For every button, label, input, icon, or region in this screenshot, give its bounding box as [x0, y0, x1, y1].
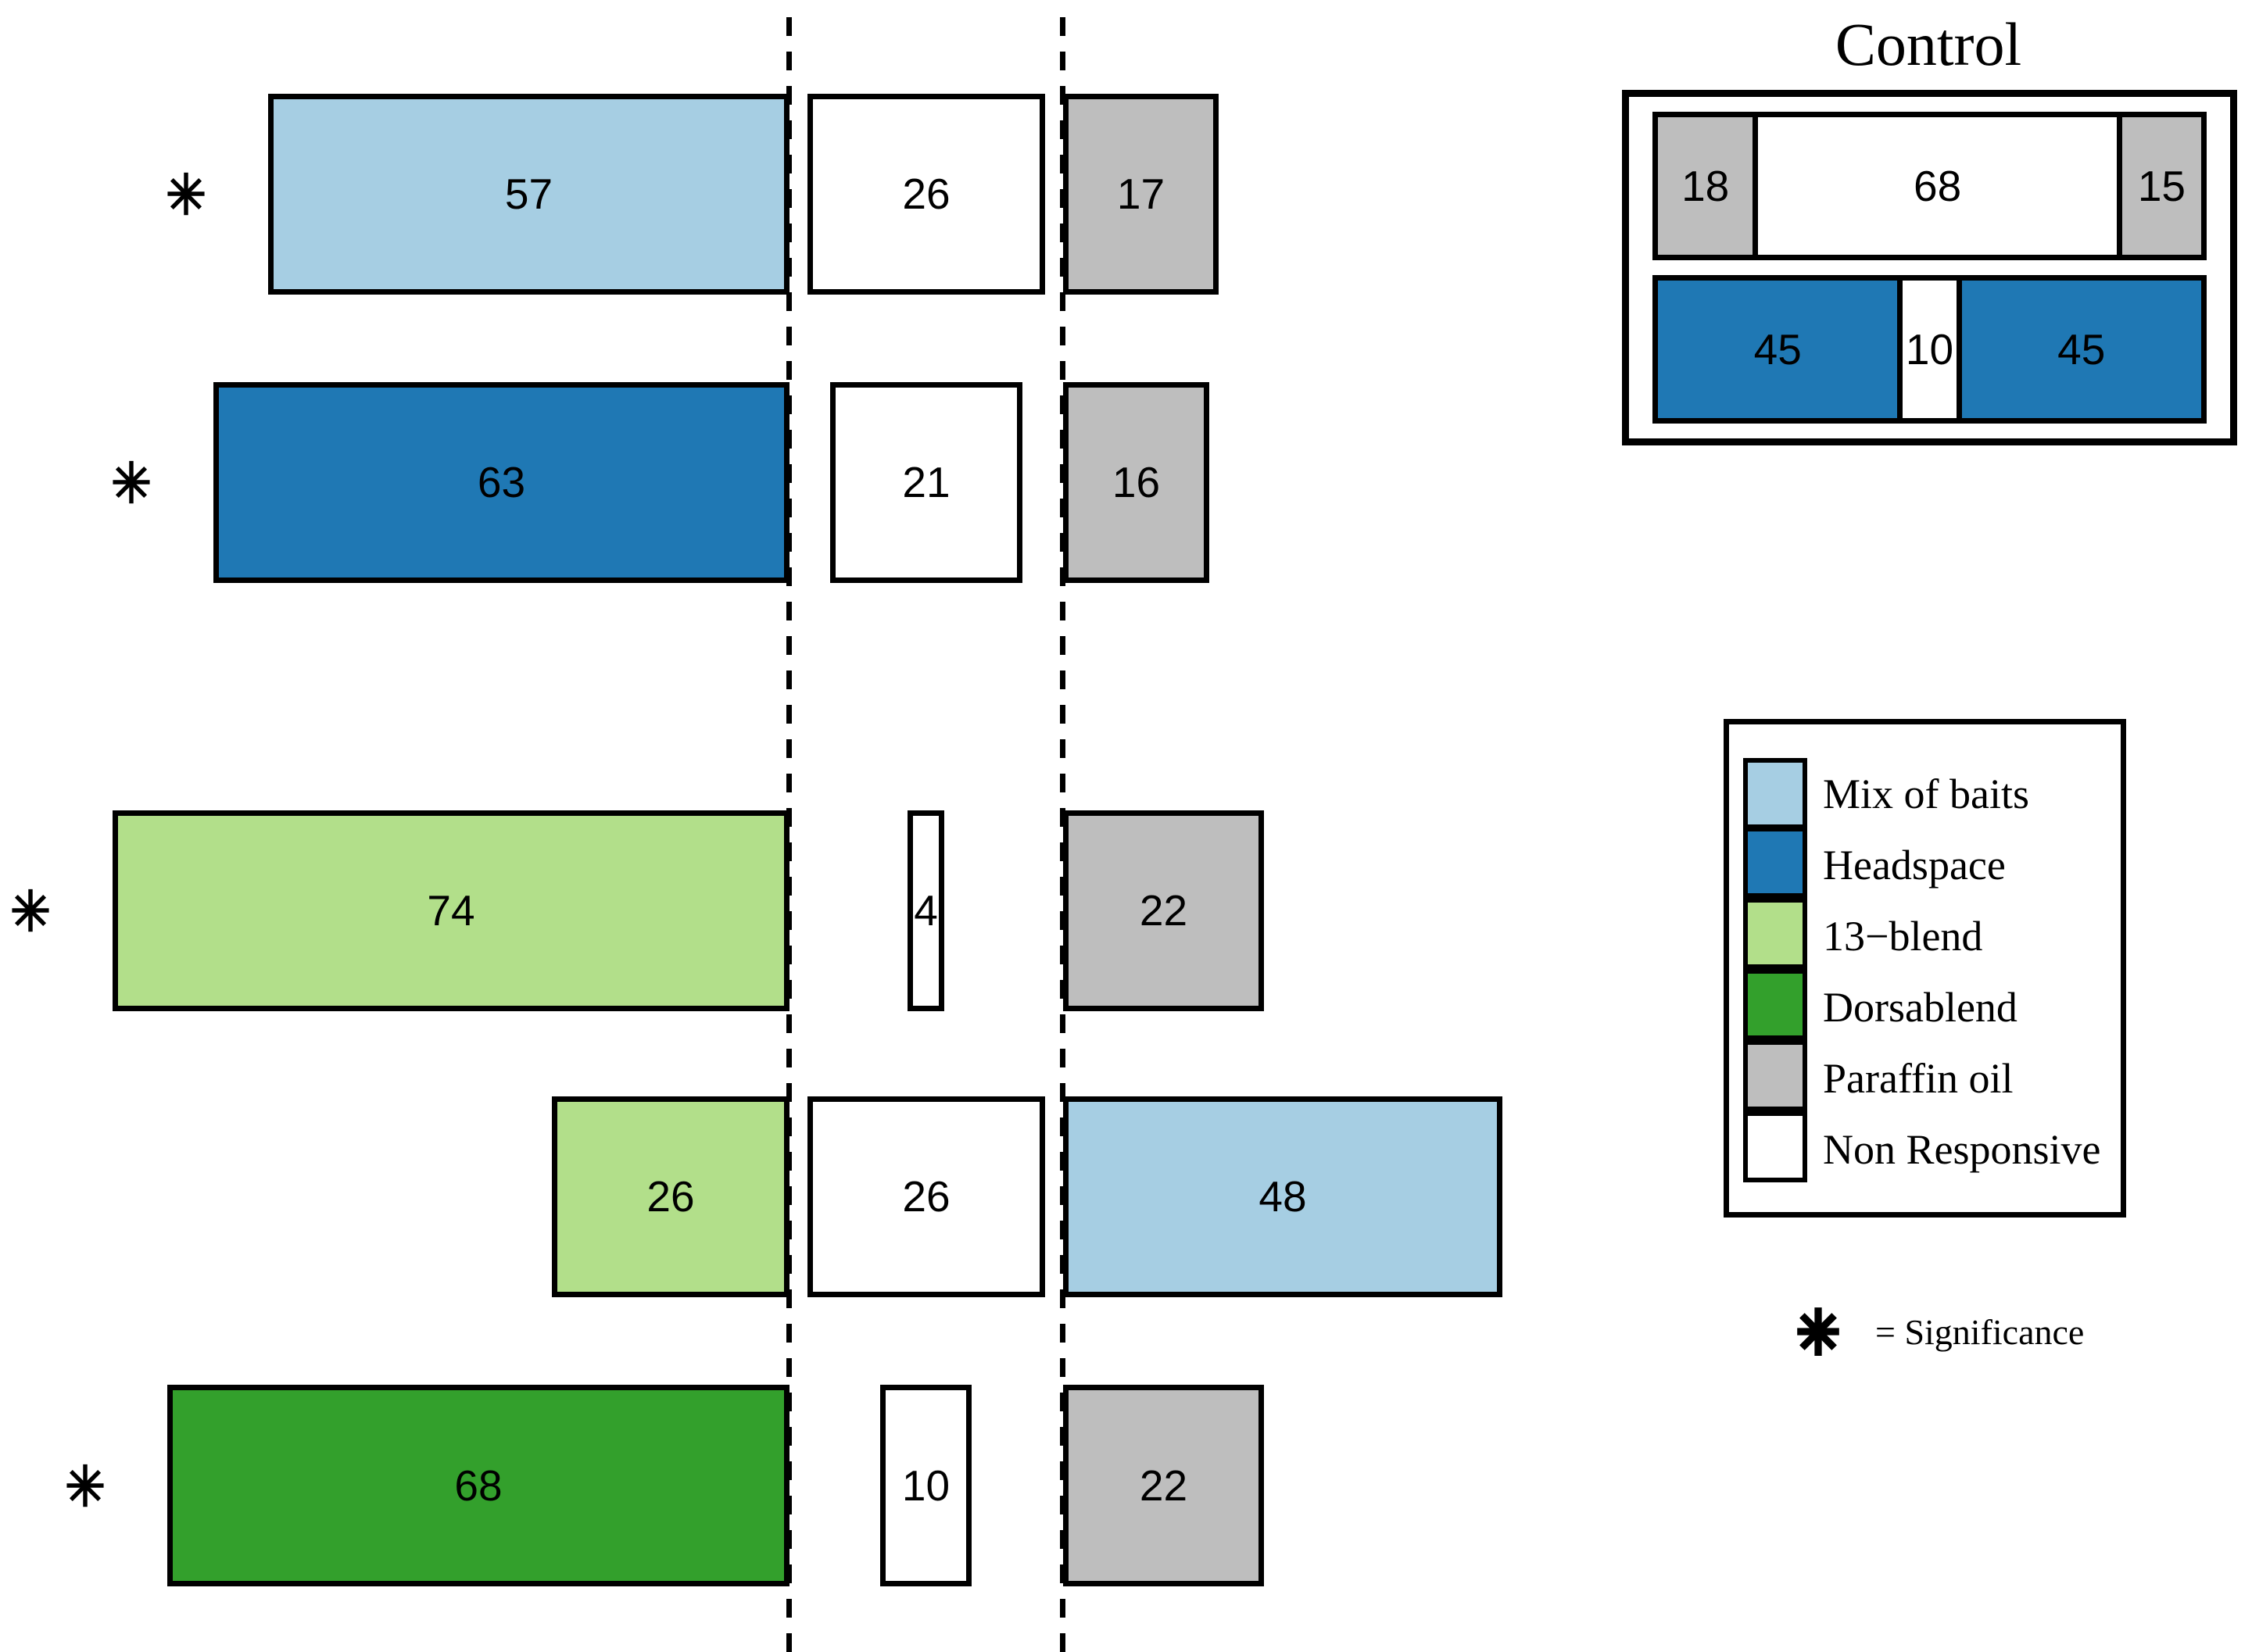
bar-value: 22 — [1139, 886, 1188, 935]
control-segment-paraffin-left: 18 — [1652, 112, 1759, 260]
legend-label: 13−blend — [1823, 912, 1983, 960]
bar-row1-treatment-box: 57 — [268, 94, 789, 295]
bar-value: 26 — [646, 1172, 695, 1221]
legend-label: Headspace — [1823, 841, 2006, 889]
bar-row3-treatment-box: 74 — [113, 810, 789, 1011]
bar-value: 18 — [1681, 161, 1730, 210]
legend-entry: Dorsablend — [1743, 969, 2121, 1042]
bar-value: 68 — [454, 1461, 503, 1510]
control-segment-paraffin-right: 15 — [2116, 112, 2207, 260]
significance-asterisk-icon — [1797, 1307, 1839, 1356]
bar-value: 45 — [1753, 324, 1802, 374]
bar-value: 17 — [1116, 170, 1165, 218]
bar-value: 10 — [1905, 324, 1954, 374]
bar-value: 21 — [902, 458, 951, 506]
bar-row1-nonresponsive-box: 26 — [807, 94, 1045, 295]
bar-value: 26 — [902, 1172, 951, 1221]
legend-swatch-headspace — [1743, 827, 1807, 898]
legend-entry: Headspace — [1743, 827, 2121, 900]
bar-row4-treatment-box: 26 — [552, 1096, 789, 1297]
legend-swatch-dorsablend — [1743, 969, 1807, 1040]
legend-label: Dorsablend — [1823, 983, 2017, 1031]
bar-value: 45 — [2057, 324, 2106, 374]
bar-row1-control-box: 17 — [1063, 94, 1219, 295]
bar-row2-control-box: 16 — [1063, 382, 1209, 583]
control-segment-nonresponsive: 10 — [1897, 275, 1962, 424]
control-segment-headspace-left: 45 — [1652, 275, 1903, 424]
bar-row5-control-box: 22 — [1063, 1385, 1264, 1586]
legend-swatch-non-responsive — [1743, 1111, 1807, 1182]
legend-entry: Mix of baits — [1743, 758, 2121, 829]
legend-entry: Non Responsive — [1743, 1111, 2121, 1185]
legend-entry: 13−blend — [1743, 898, 2121, 971]
significance-note: = Significance — [1792, 1306, 2084, 1357]
bar-row4-control-box: 48 — [1063, 1096, 1502, 1297]
bar-value: 48 — [1258, 1172, 1307, 1221]
bar-row5-nonresponsive-box: 10 — [880, 1385, 972, 1586]
bar-row4-nonresponsive-box: 26 — [807, 1096, 1045, 1297]
legend-label: Paraffin oil — [1823, 1054, 2014, 1102]
bar-value: 15 — [2137, 161, 2186, 210]
bar-value: 57 — [504, 170, 553, 218]
legend-swatch-13-blend — [1743, 898, 1807, 969]
legend-swatch-paraffin-oil — [1743, 1040, 1807, 1111]
significance-asterisk-icon — [66, 1464, 104, 1507]
control-segment-nonresponsive: 68 — [1753, 112, 2122, 260]
significance-note-text: = Significance — [1875, 1311, 2085, 1352]
dashed-line-right — [1060, 17, 1065, 1652]
bar-value: 16 — [1112, 458, 1161, 506]
bar-row3-nonresponsive-box: 4 — [908, 810, 944, 1011]
legend-entry: Paraffin oil — [1743, 1040, 2121, 1114]
significance-asterisk-icon — [113, 460, 150, 504]
bar-value: 10 — [901, 1461, 951, 1510]
significance-asterisk-icon — [167, 172, 205, 216]
bar-row2-treatment-box: 63 — [213, 382, 789, 583]
control-row-top: 18 68 15 — [1652, 112, 2207, 260]
bar-value: 4 — [914, 886, 938, 935]
control-row-bottom: 45 10 45 — [1652, 275, 2207, 424]
significance-asterisk-icon — [12, 889, 49, 932]
bar-row5-treatment-box: 68 — [167, 1385, 789, 1586]
control-segment-headspace-right: 45 — [1956, 275, 2207, 424]
bar-value: 63 — [477, 458, 526, 506]
bar-value: 26 — [902, 170, 951, 218]
bar-value: 68 — [1914, 161, 1962, 210]
legend-swatch-mix-of-baits — [1743, 758, 1807, 829]
control-inset: 18 68 15 45 10 45 — [1622, 90, 2237, 445]
bar-value: 22 — [1139, 1461, 1188, 1510]
bar-row2-nonresponsive-box: 21 — [830, 382, 1022, 583]
bar-row3-control-box: 22 — [1063, 810, 1264, 1011]
control-inset-title: Control — [1835, 10, 2022, 78]
legend-label: Non Responsive — [1823, 1125, 2101, 1173]
bar-value: 74 — [427, 886, 475, 935]
legend-box: Mix of baits Headspace 13−blend Dorsable… — [1724, 719, 2126, 1218]
legend-label: Mix of baits — [1823, 770, 2029, 817]
